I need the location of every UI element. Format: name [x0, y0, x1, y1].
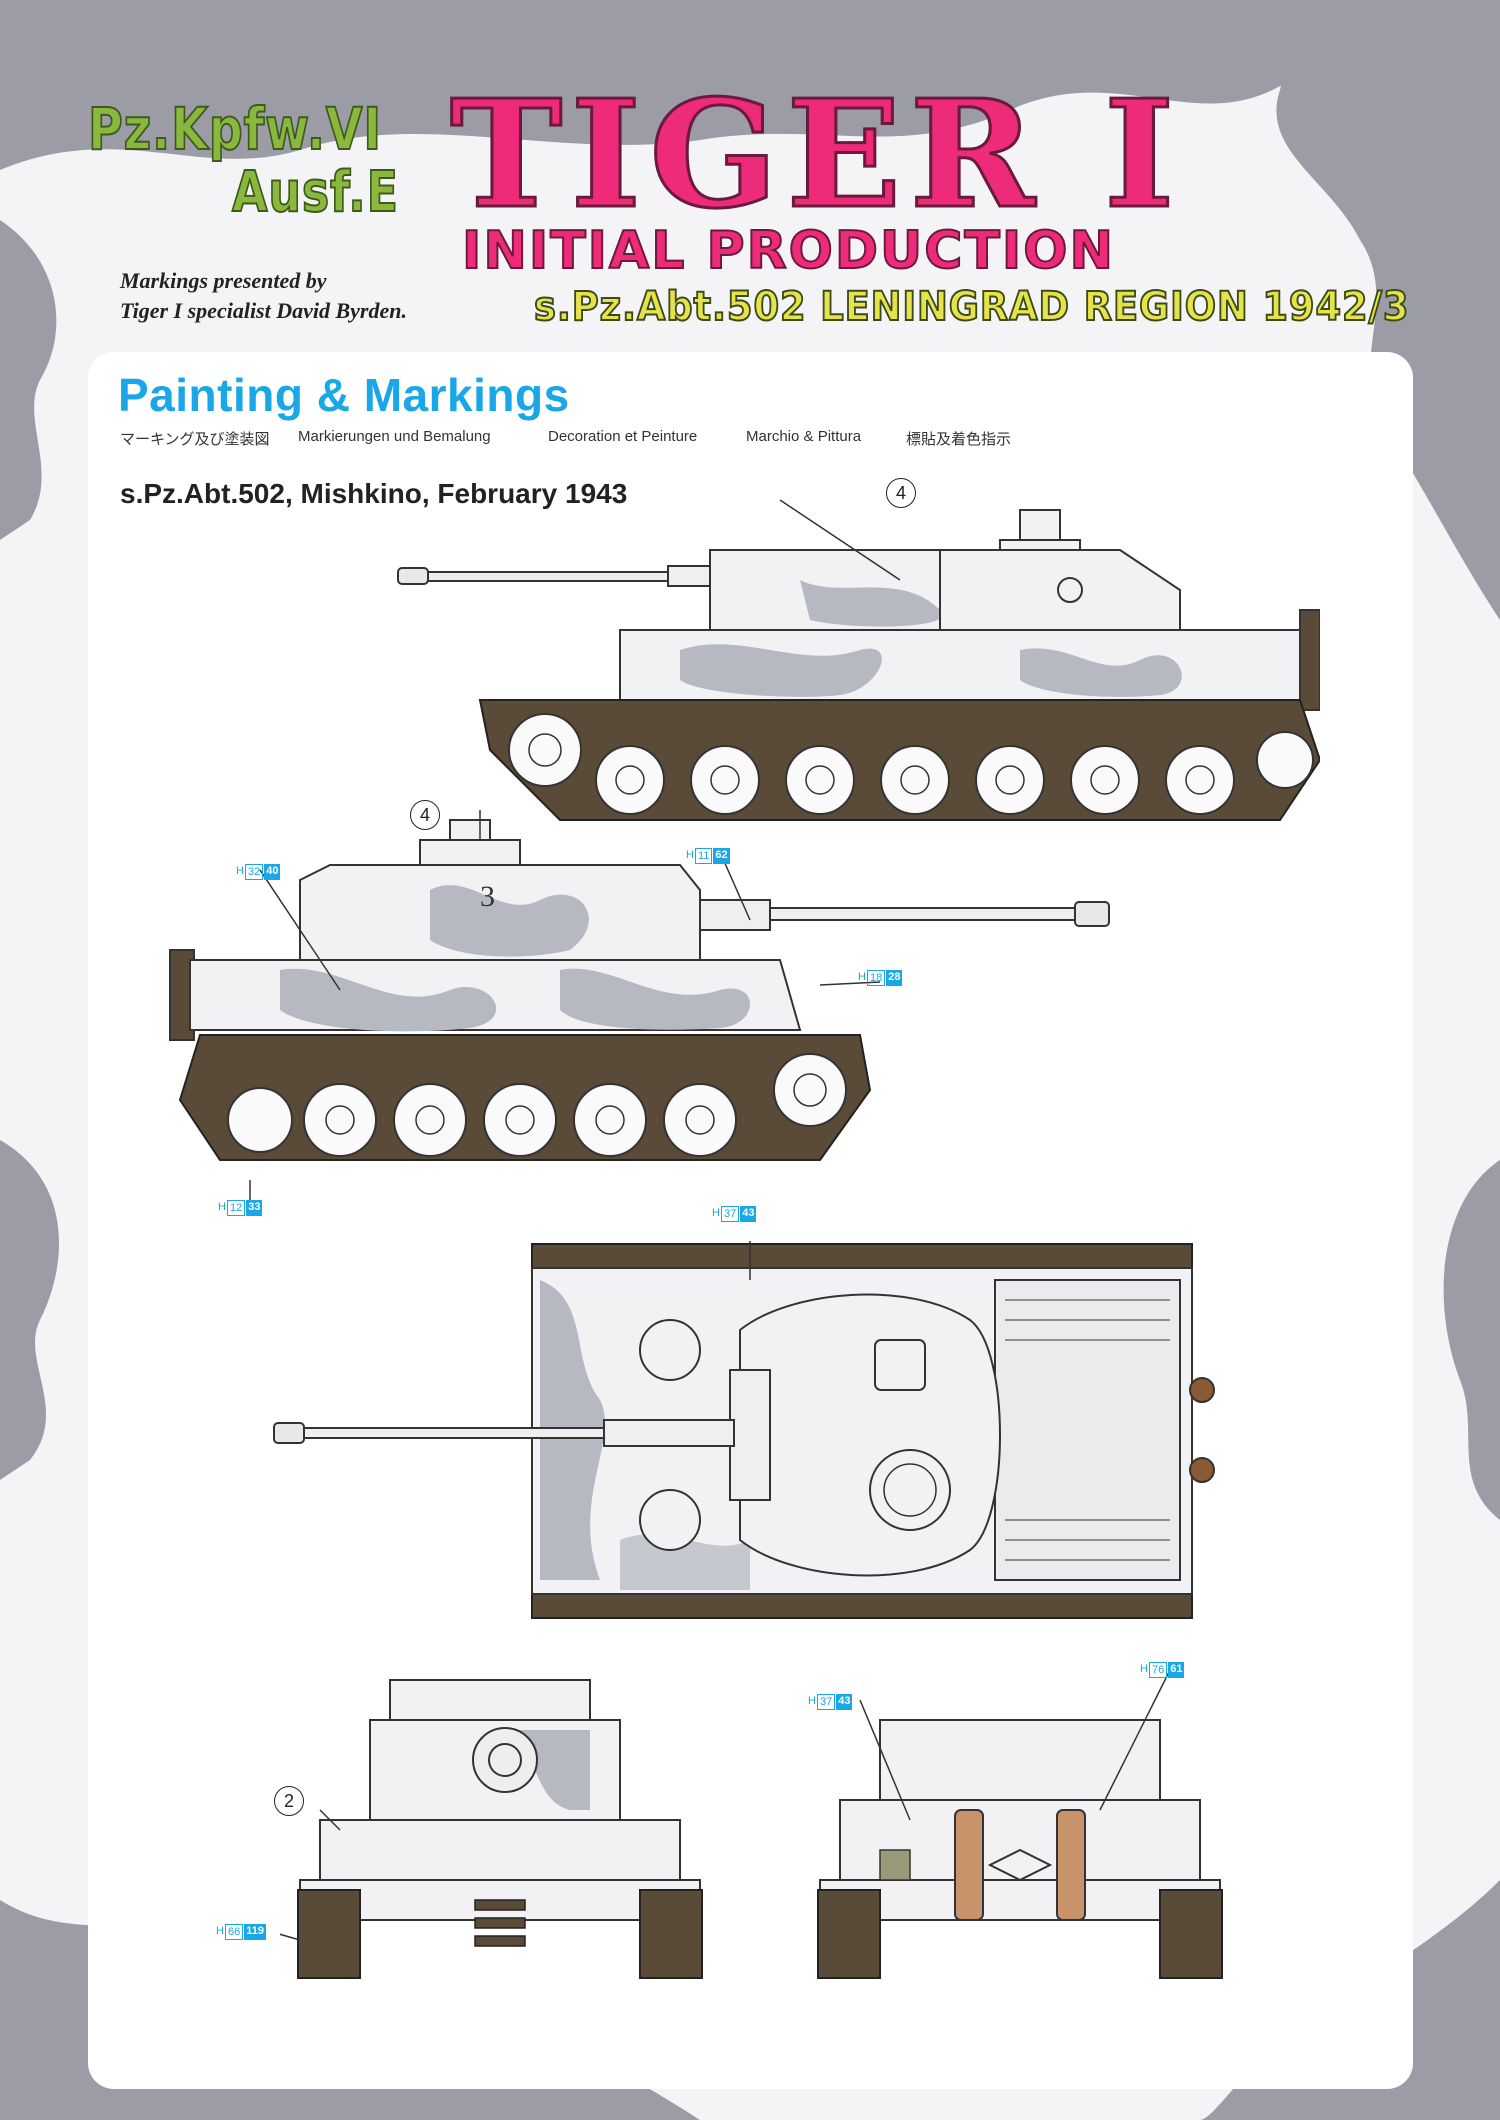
callout-number: 4 — [886, 478, 916, 508]
front-view — [280, 1679, 703, 1979]
credit-text: Markings presented by Tiger I specialist… — [120, 266, 407, 325]
left-side-view — [169, 810, 1110, 1200]
turret-number-marking: 3 — [480, 880, 495, 913]
language-label-french: Decoration et Peinture — [548, 428, 698, 445]
language-label-german: Markierungen und Bemalung — [298, 428, 491, 445]
credit-line1: Markings presented by — [120, 268, 327, 293]
scheme-caption: s.Pz.Abt.502, Mishkino, February 1943 — [120, 478, 628, 509]
credit-line2: Tiger I specialist David Byrden. — [120, 297, 407, 323]
callout-number: 4 — [410, 800, 440, 830]
language-label-italian: Marchio & Pittura — [746, 428, 862, 445]
unit-line: s.Pz.Abt.502 LENINGRAD REGION 1942/3 — [533, 284, 1410, 330]
main-title: TIGER I — [448, 67, 1183, 241]
language-label-chinese: 標貼及着色指示 — [906, 431, 1012, 448]
top-view — [273, 1241, 1215, 1619]
kit-name-line2: Ausf.E — [231, 160, 399, 225]
rear-view — [817, 1669, 1223, 1979]
language-label-japanese: マーキング及び塗装図 — [120, 431, 270, 448]
kit-name-line1: Pz.Kpfw.VI — [87, 95, 382, 163]
subtitle: INITIAL PRODUCTION — [461, 221, 1115, 281]
section-title: Painting & Markings — [118, 369, 570, 421]
callout-number: 2 — [274, 1786, 304, 1816]
right-side-view — [397, 499, 1320, 821]
